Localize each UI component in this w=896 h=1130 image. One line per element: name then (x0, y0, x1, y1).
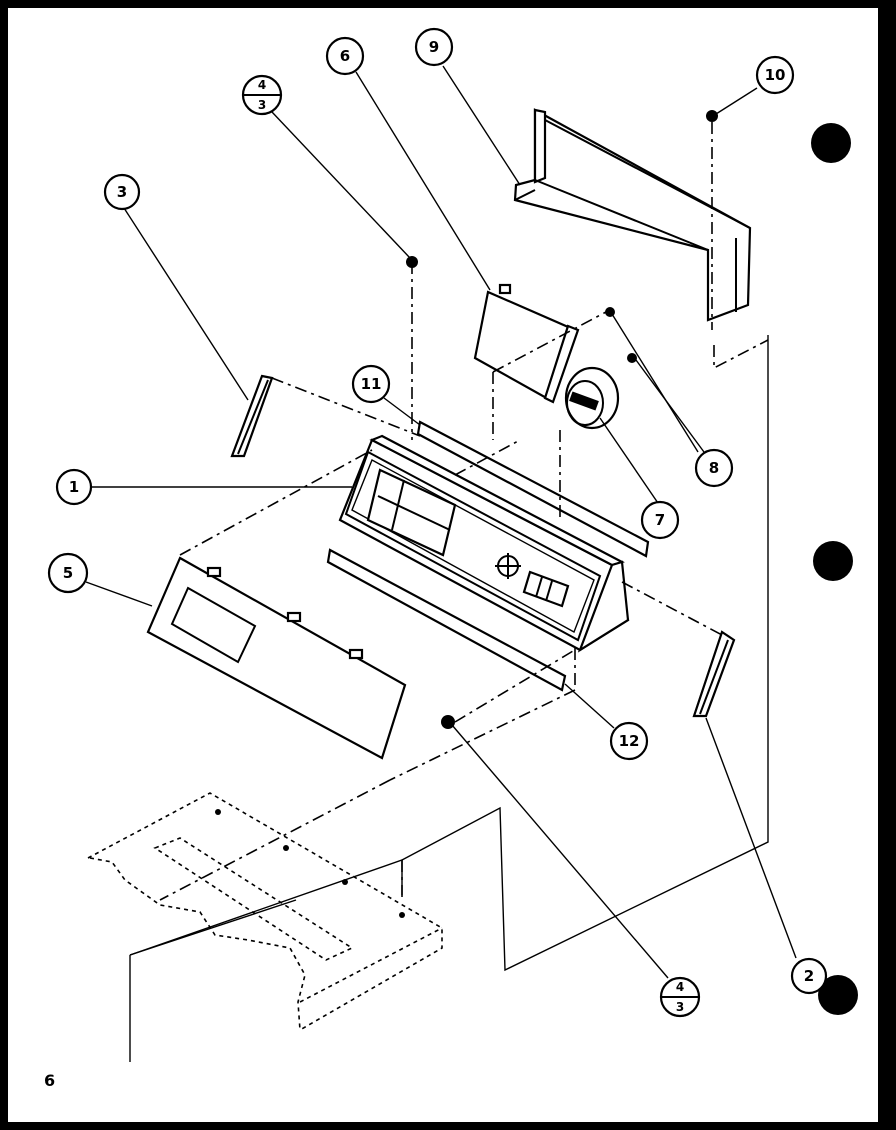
punch-hole-middle (813, 541, 853, 581)
callout-7: 7 (640, 500, 680, 540)
callout-7-label: 7 (655, 511, 665, 529)
assembly-phantom-lines (159, 122, 769, 901)
callout-6-label: 6 (340, 47, 350, 65)
callout-5-label: 5 (63, 564, 73, 582)
callout-9: 9 (414, 27, 454, 67)
callout-9-label: 9 (429, 38, 439, 56)
part-6-bracket (473, 283, 580, 404)
screws (406, 110, 718, 729)
callout-8: 8 (694, 448, 734, 488)
callout-6: 6 (325, 36, 365, 76)
callout-3: 3 (103, 173, 141, 211)
callout-3-label: 3 (117, 183, 127, 201)
callout-4-3-top-numerator: 4 (258, 78, 266, 92)
callout-1: 1 (55, 468, 93, 506)
screw-10 (706, 110, 718, 122)
page-number: 6 (44, 1071, 55, 1090)
callout-8-label: 8 (709, 459, 719, 477)
callout-10-label: 10 (765, 66, 786, 84)
part-9-bracket (513, 108, 752, 322)
part-3-end-cap (230, 374, 274, 458)
callout-11-label: 11 (361, 375, 382, 393)
callout-4-3-top: 4 3 (241, 74, 283, 116)
callout-2: 2 (790, 957, 828, 995)
callout-11: 11 (351, 364, 391, 404)
callout-2-label: 2 (804, 967, 814, 985)
callout-4-3-bottom-numerator: 4 (676, 980, 684, 994)
screw-8b (627, 353, 637, 363)
screw-4-top (406, 256, 418, 268)
callout-1-label: 1 (69, 478, 79, 496)
callout-5: 5 (47, 552, 89, 594)
part-2-end-cap (692, 630, 736, 718)
dryer-top-outline (87, 792, 443, 1031)
leader-lines (85, 65, 797, 979)
callout-4-3-top-denominator: 3 (258, 98, 266, 112)
part-1-control-panel (338, 434, 630, 653)
screw-4-bottom (441, 715, 455, 729)
callout-12-label: 12 (619, 732, 640, 750)
part-5-overlay-panel (146, 556, 407, 760)
punch-hole-top (811, 123, 851, 163)
punch-hole-bottom (818, 975, 858, 1015)
part-7-knob (564, 366, 620, 430)
callout-4-3-bottom-denominator: 3 (676, 1000, 684, 1014)
part-11-strip (416, 420, 650, 558)
part-12-strip (326, 548, 567, 692)
callout-10: 10 (755, 55, 795, 95)
callout-12: 12 (609, 721, 649, 761)
callout-4-3-bottom: 4 3 (659, 976, 701, 1018)
